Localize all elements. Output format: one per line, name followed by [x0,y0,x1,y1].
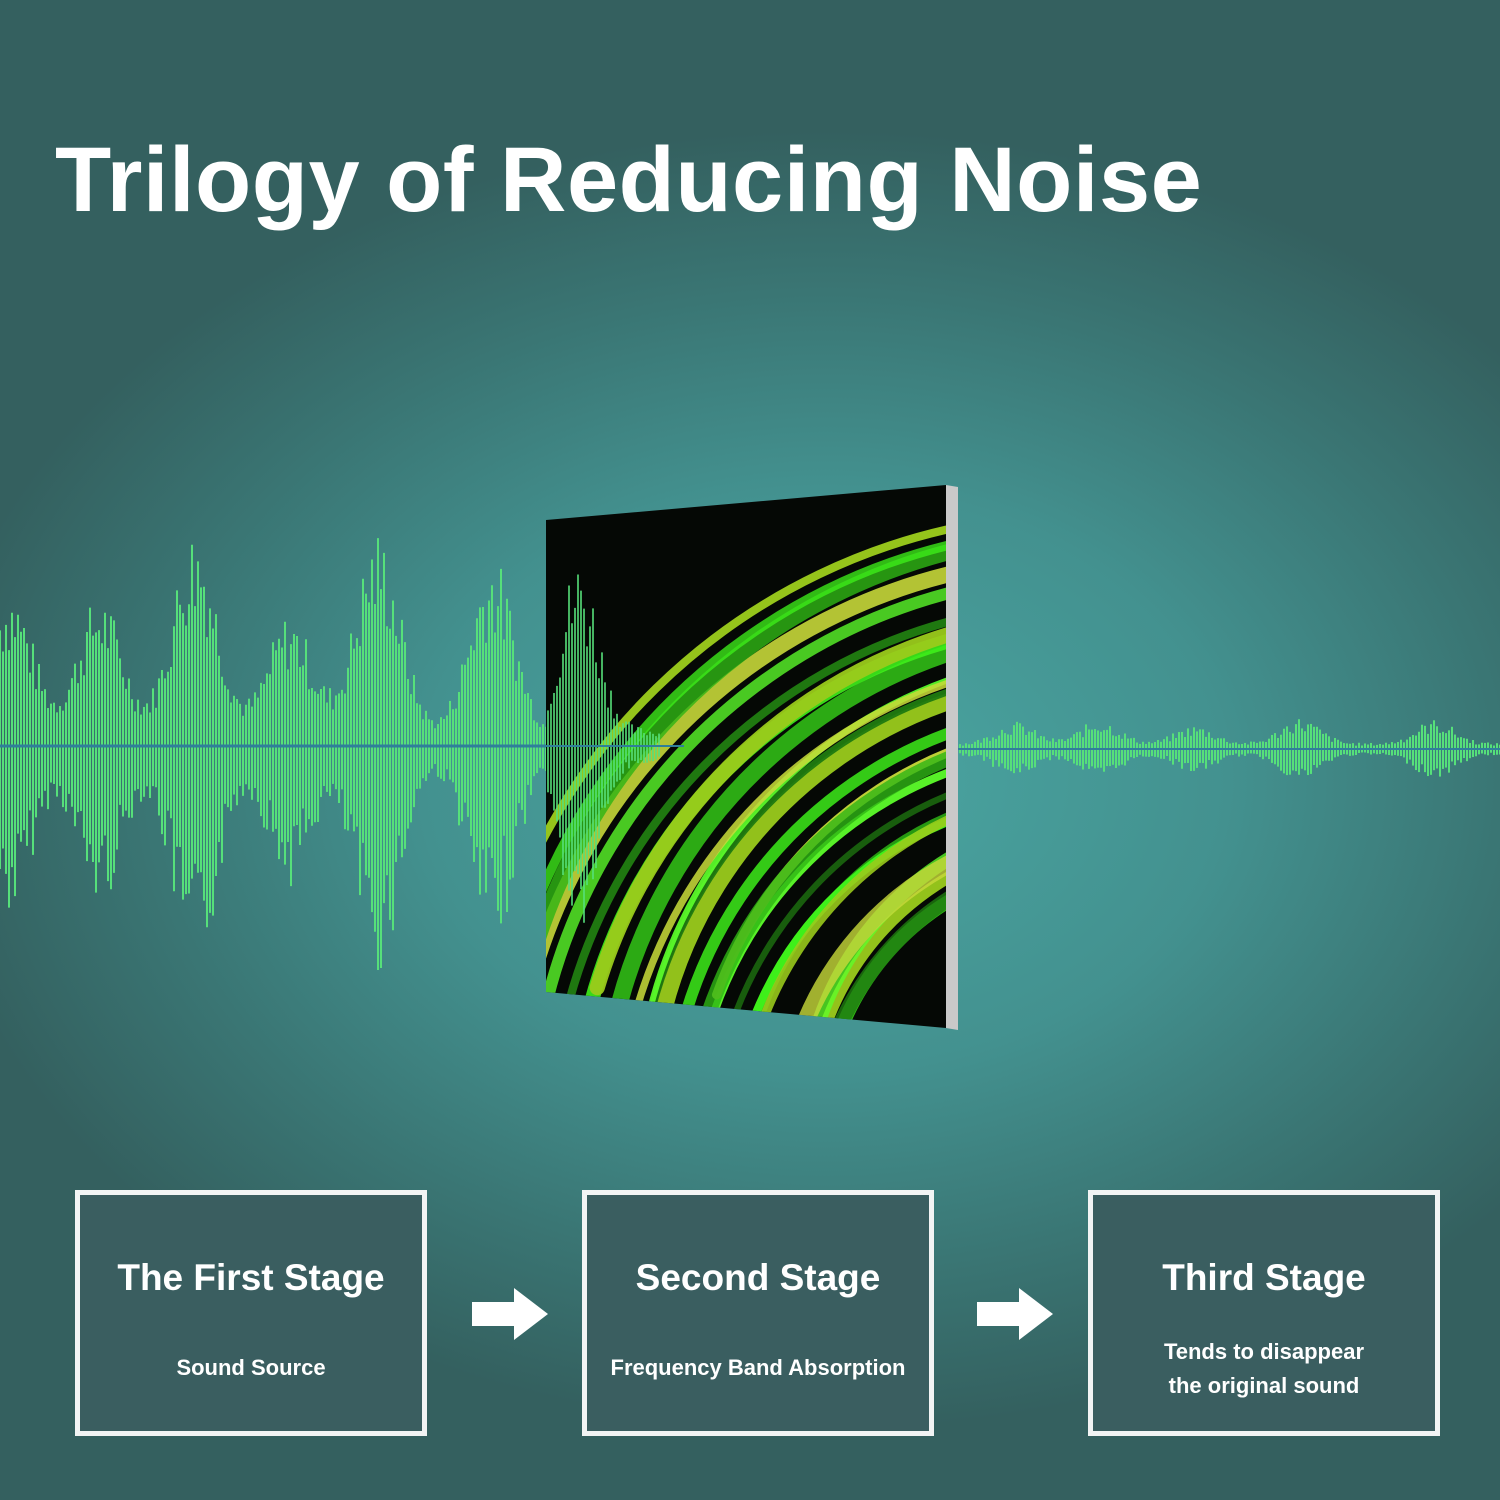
sound-wave-inside-panel [547,574,660,923]
stage-description-line: Tends to disappear [1163,1339,1365,1364]
stage-second: Second Stage Frequency Band Absorption [582,1190,934,1436]
stage-description: Frequency Band Absorption [610,1355,906,1380]
stage-first: The First Stage Sound Source [75,1190,427,1436]
arrow-right-icon [977,1288,1053,1340]
stage-title: The First Stage [117,1257,385,1298]
arrow-right-icon [472,1288,548,1340]
stage-description: Tends to disappear the original sound [1093,1335,1435,1403]
sound-wave-reduced [959,719,1500,777]
acoustic-panel [546,485,958,1030]
panel-edge [946,485,958,1030]
sound-wave-loud [0,538,547,971]
stage-description-line: the original sound [1168,1373,1360,1398]
stage-description: Sound Source [176,1355,326,1380]
stage-third: Third Stage Tends to disappear the origi… [1088,1190,1440,1436]
stage-title: Third Stage [1162,1257,1366,1298]
page-title: Trilogy of Reducing Noise [55,129,1203,231]
stage-title: Second Stage [635,1257,881,1298]
